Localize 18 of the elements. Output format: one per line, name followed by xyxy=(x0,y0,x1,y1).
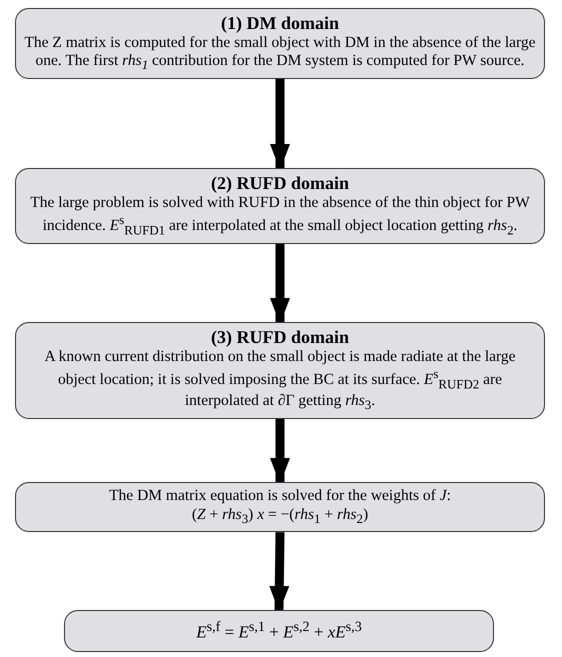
equation-text: The Z matrix is computed for the small object with DM in the absence of the large one. The first rhs$_{1}$ contribution for the DM system is computed for PW source. xyxy=(24,34,536,73)
arrow xyxy=(270,418,290,484)
process-box xyxy=(15,8,545,79)
process-box xyxy=(64,610,494,652)
arrow xyxy=(270,244,290,324)
arrow xyxy=(270,78,290,170)
process-box xyxy=(15,482,545,532)
process-box xyxy=(15,322,545,419)
equation-text: E$^{s,f}$ = E$^{s,1}$ + E$^{s,2}$ + xE$^{s,3}$ xyxy=(195,619,363,644)
step-heading: (3) RUFD domain xyxy=(210,327,350,348)
equation-text: (Z + rhs$_{3}$) x = −(rhs$_{1}$ + rhs$_{2}$) xyxy=(190,506,370,526)
step-heading: (1) DM domain xyxy=(220,13,340,34)
equation-text: A known current distribution on the small object is made radiate at the large object location; it is solved imposing the BC at its surface. E$^{s}$$_{RUFD2}$ are interpolated at ∂Γ getting rhs$_{3}$. xyxy=(43,348,517,413)
process-box xyxy=(15,168,545,244)
equation-text: The large problem is solved with RUFD in the absence of the thin object for PW incidence. E$^{s}$$_{RUFD1}$ are interpolated at the small object location getting rhs$_{2}$. xyxy=(29,194,531,238)
step-heading: (2) RUFD domain xyxy=(210,173,350,194)
step-description: The DM matrix equation is solved for the weights of J: xyxy=(108,487,452,506)
arrow xyxy=(269,532,290,612)
